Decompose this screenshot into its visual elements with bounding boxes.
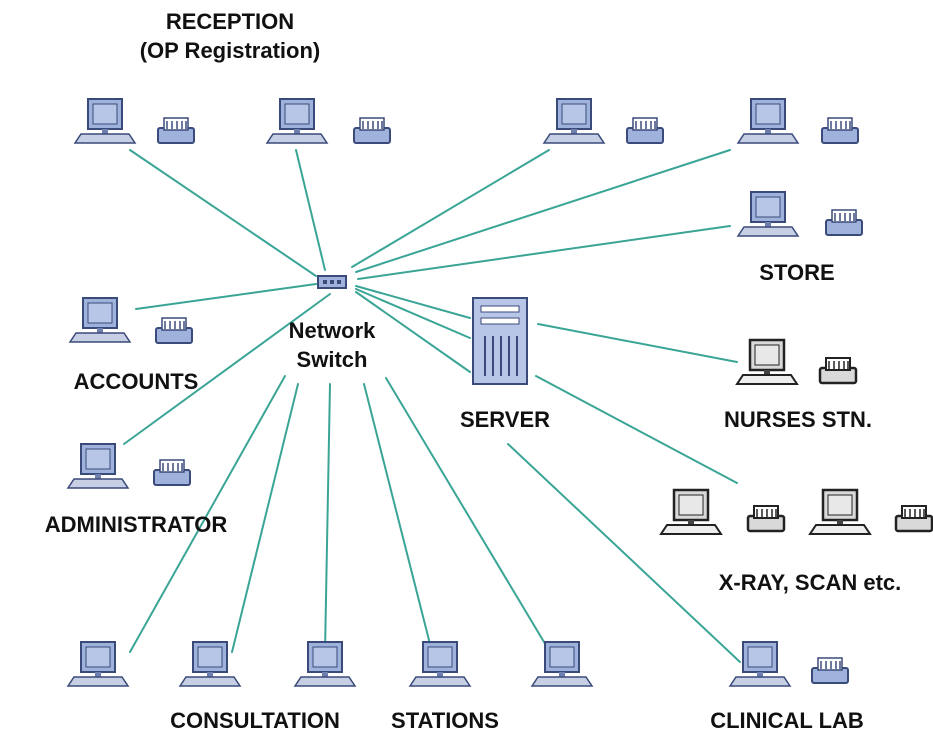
link-accounts	[135, 283, 317, 310]
store-label: STORE	[759, 260, 834, 285]
computer-icon	[735, 338, 799, 386]
printer-icon	[155, 317, 193, 344]
computer-icon	[266, 98, 328, 144]
printer-icon	[818, 356, 858, 385]
link-nurses	[537, 323, 738, 363]
link-consult-2	[231, 383, 299, 653]
computer-icon	[543, 98, 605, 144]
link-consult-1	[129, 375, 286, 653]
administrator-label: ADMINISTRATOR	[45, 512, 228, 537]
printer-icon	[825, 209, 863, 236]
link-reception-2	[295, 149, 326, 271]
printer-icon	[746, 504, 786, 533]
consultation-label: CONSULTATION	[170, 708, 340, 733]
computer-icon	[737, 191, 799, 237]
accounts-label: ACCOUNTS	[74, 369, 199, 394]
computer-icon	[74, 98, 136, 144]
computer-icon	[67, 443, 129, 489]
link-top-4	[355, 149, 731, 273]
printer-icon	[811, 657, 849, 684]
computer-icon	[67, 641, 129, 687]
computer-icon	[69, 297, 131, 343]
computer-icon	[531, 641, 593, 687]
link-consult-5	[385, 377, 551, 653]
printer-icon	[894, 504, 933, 533]
connection-lines	[123, 149, 741, 663]
link-reception-1	[129, 149, 317, 277]
printer-icon	[157, 117, 195, 144]
computer-icon	[659, 488, 723, 536]
computer-icon	[179, 641, 241, 687]
computer-icon	[729, 641, 791, 687]
link-clinical-lab	[507, 443, 741, 663]
server-label: SERVER	[460, 407, 550, 432]
link-consult-3	[324, 383, 331, 653]
clinical-lab-label: CLINICAL LAB	[710, 708, 864, 733]
network-switch-icon	[317, 275, 347, 289]
reception-label: RECEPTION	[166, 9, 294, 34]
server-icon	[472, 297, 528, 385]
link-administrator	[123, 293, 331, 445]
printer-icon	[821, 117, 859, 144]
switch-sublabel: Switch	[297, 347, 368, 372]
link-consult-4	[363, 383, 433, 653]
switch-label: Network	[289, 318, 377, 343]
printer-icon	[153, 459, 191, 486]
reception-sublabel: (OP Registration)	[140, 38, 321, 63]
link-store	[357, 225, 731, 280]
printer-icon	[353, 117, 391, 144]
link-server-a	[355, 285, 471, 319]
link-server-switch	[355, 291, 471, 373]
nurses-station-label: NURSES STN.	[724, 407, 872, 432]
stations-label: STATIONS	[391, 708, 499, 733]
computer-icon	[294, 641, 356, 687]
computer-icon	[808, 488, 872, 536]
computer-icon	[737, 98, 799, 144]
link-top-3	[351, 149, 550, 268]
link-xray	[535, 375, 738, 484]
link-server-b	[355, 288, 471, 339]
computer-icon	[409, 641, 471, 687]
xray-scan-label: X-RAY, SCAN etc.	[719, 570, 902, 595]
printer-icon	[626, 117, 664, 144]
